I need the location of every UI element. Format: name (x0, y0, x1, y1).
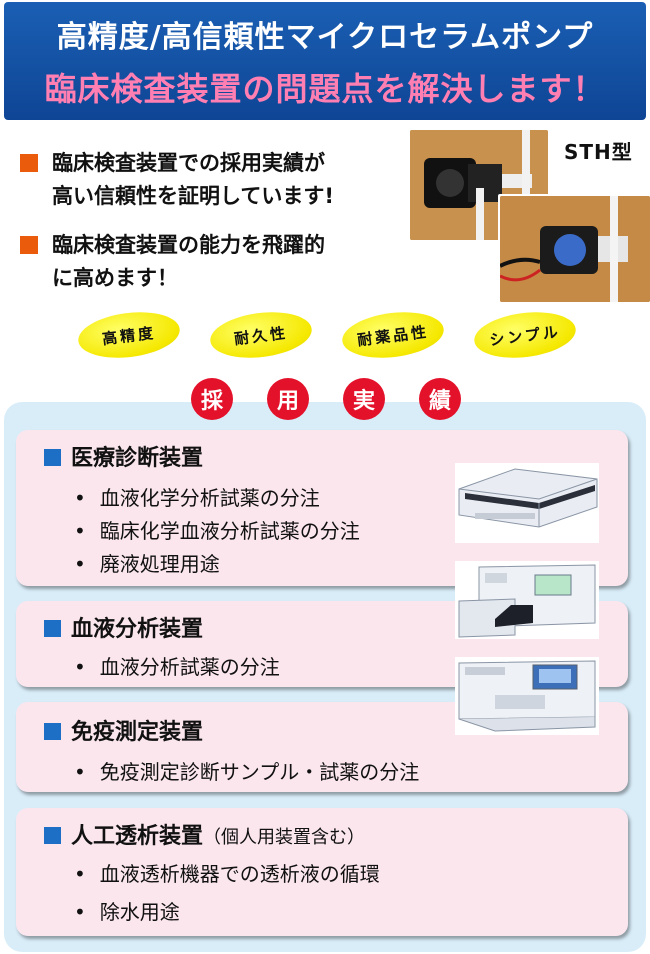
pump-photo-top (410, 130, 548, 240)
category-card-dialysis: 人工透析装置（個人用装置含む） 血液透析機器での透析液の循環 除水用途 (16, 808, 628, 936)
list-item: 血液分析試薬の分注 (74, 651, 280, 680)
category-title: 免疫測定装置 (44, 714, 203, 746)
blood-analyzer-image (455, 561, 599, 639)
list-item: 廃液処理用途 (74, 548, 220, 577)
page-subtitle: 臨床検査装置の問題点を解決します！ (44, 70, 606, 108)
adoption-circle: 採 (191, 378, 233, 420)
pump-photo (410, 130, 650, 305)
header-banner: 高精度/高信頼性マイクロセラムポンプ 臨床検査装置の問題点を解決します！ (4, 2, 646, 120)
feature-pill: 耐久性 (207, 306, 315, 364)
orange-square-icon (20, 154, 38, 172)
feature-pill: 高精度 (75, 306, 183, 364)
model-label: STH型 (564, 140, 633, 164)
intro-point-1: 臨床検査装置での採用実績が 高い信頼性を証明しています! (20, 147, 400, 213)
intro-point-2: 臨床検査装置の能力を飛躍的 に高めます！ (20, 229, 400, 295)
page-title: 高精度/高信頼性マイクロセラムポンプ (56, 20, 594, 55)
category-title: 医療診断装置 (44, 440, 203, 472)
adoption-circle: 績 (419, 378, 461, 420)
blue-square-icon (44, 620, 61, 637)
adoption-circle: 用 (267, 378, 309, 420)
category-title: 血液分析装置 (44, 611, 203, 643)
list-item: 血液透析機器での透析液の循環 (74, 858, 380, 887)
list-item: 免疫測定診断サンプル・試薬の分注 (74, 756, 419, 785)
pump-photo-bottom (500, 196, 650, 302)
immuno-analyzer-image (455, 657, 599, 735)
category-title: 人工透析装置（個人用装置含む） (44, 818, 365, 850)
list-item: 除水用途 (74, 896, 180, 925)
blue-square-icon (44, 723, 61, 740)
feature-pill: 耐薬品性 (339, 306, 447, 364)
blue-square-icon (44, 449, 61, 466)
list-item: 臨床化学血液分析試薬の分注 (74, 515, 360, 544)
adoption-circle: 実 (343, 378, 385, 420)
blue-square-icon (44, 827, 61, 844)
diagnostic-analyzer-image (455, 463, 599, 543)
orange-square-icon (20, 236, 38, 254)
list-item: 血液化学分析試薬の分注 (74, 482, 320, 511)
feature-pill: シンプル (471, 306, 579, 364)
